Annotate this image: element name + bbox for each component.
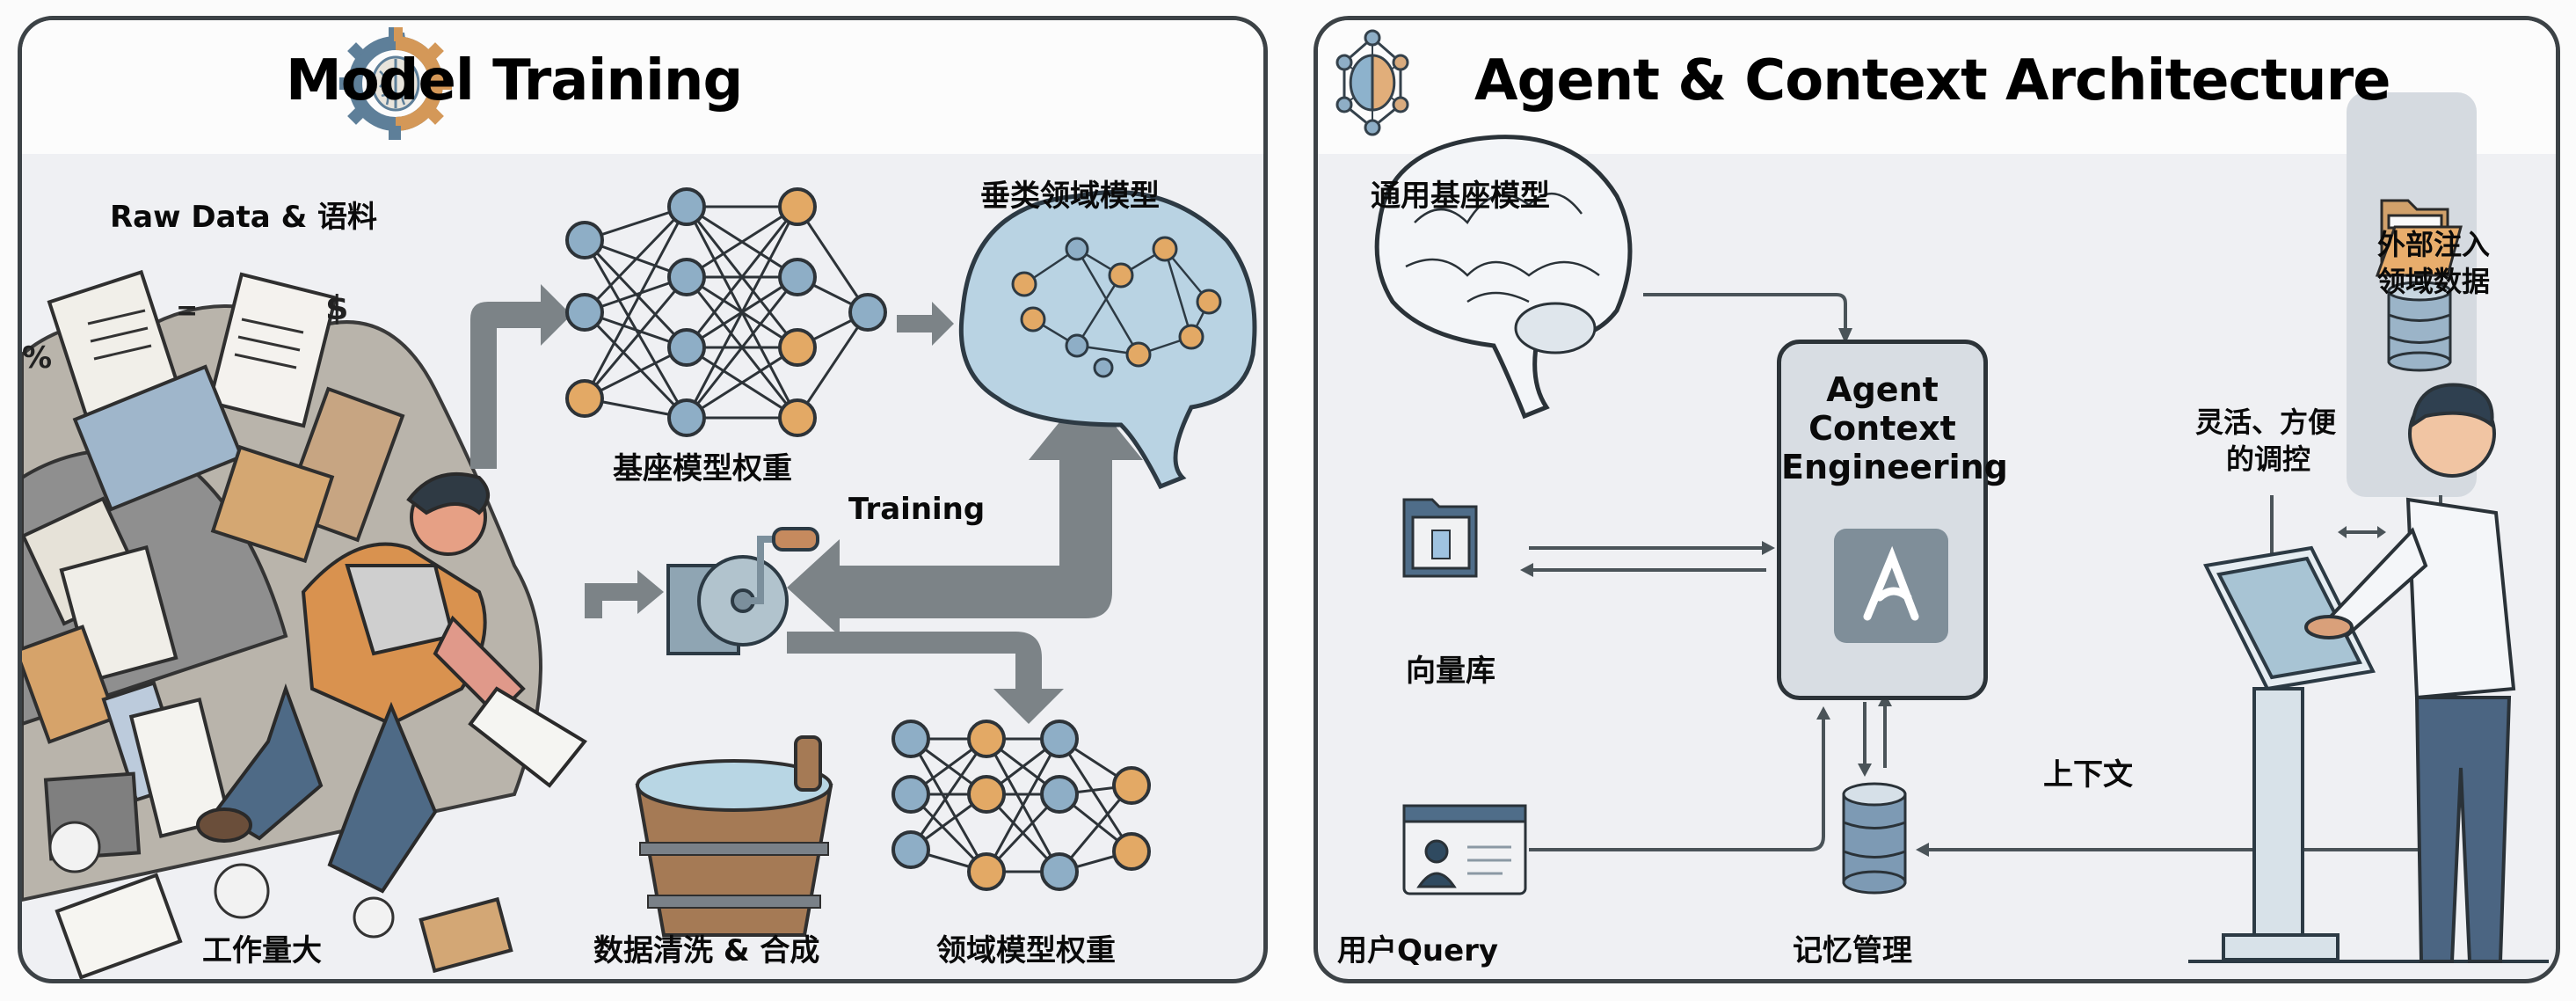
workload-label: 工作量大 [202, 933, 322, 968]
network-node [667, 328, 706, 367]
vector-db-label: 向量库 [1406, 654, 1495, 689]
network-node [778, 328, 817, 367]
agent-context-engineering-box: Agent Context Engineering [1777, 340, 2008, 700]
external-data-label-1: 外部注入 [2377, 228, 2491, 261]
network-edge [796, 311, 870, 419]
arrow-to-base-weights [470, 284, 571, 469]
external-database-icon [2387, 281, 2452, 372]
network-node [667, 398, 706, 437]
folder-icon [2375, 199, 2463, 277]
vector-db-icon [1402, 498, 1478, 578]
raw-data-label: Raw Data & 语料 [110, 200, 378, 235]
network-node [778, 398, 817, 437]
bucket-illustration [635, 735, 833, 937]
network-edge [1058, 738, 1133, 852]
network-node [565, 293, 604, 332]
network-edge [583, 276, 688, 399]
domain-model-network [891, 720, 1151, 891]
context-label: 上下文 [2043, 757, 2133, 793]
cleaning-label: 数据清洗 & 合成 [593, 933, 820, 968]
arrow-brain-to-ace [1643, 293, 1847, 332]
network-edge [685, 206, 799, 419]
general-brain-illustration [1374, 135, 1633, 420]
network-edge [686, 346, 798, 420]
domain-weights-label: 领域模型权重 [936, 933, 1116, 968]
network-brain-icon [1335, 29, 1409, 136]
model-training-illustration: % $ = [22, 27, 1257, 979]
memory-database-icon [1842, 782, 1907, 895]
ace-title-line2: Context [1808, 409, 1956, 448]
arrow-to-vertical-model [897, 302, 954, 346]
arrow-to-crank [585, 570, 664, 618]
flexible-control-label-1: 灵活、方便 [2195, 406, 2337, 439]
network-edge [796, 206, 870, 313]
network-node [967, 852, 1006, 891]
hand-crank-illustration [666, 527, 819, 655]
vertical-brain-illustration [958, 190, 1257, 490]
network-edge [909, 738, 988, 873]
gear-brain-icon [339, 27, 452, 140]
network-node [848, 293, 887, 332]
training-arrow [787, 390, 1143, 636]
ace-title-line1: Agent [1826, 370, 1939, 409]
panel-header [22, 20, 1263, 154]
network-edge [685, 206, 799, 348]
base-model-network [565, 187, 887, 437]
user-query-icon [1402, 804, 1527, 895]
network-node [891, 830, 930, 869]
flexible-control-label-2: 的调控 [2226, 442, 2311, 476]
ace-title: Agent Context Engineering [1781, 370, 2008, 486]
network-node [967, 775, 1006, 814]
network-node [667, 187, 706, 226]
model-training-panel: % $ = [18, 16, 1268, 983]
ace-title-line3: Engineering [1781, 448, 2008, 486]
network-node [778, 258, 817, 296]
network-node [1112, 766, 1151, 805]
network-edge [583, 205, 688, 314]
vertical-model-label: 垂类领域模型 [980, 179, 1160, 214]
general-model-label: 通用基座模型 [1371, 179, 1550, 214]
network-node [1040, 852, 1079, 891]
training-label: Training [848, 492, 986, 527]
base-weights-label: 基座模型权重 [613, 451, 792, 486]
svg-text:=: = [176, 296, 198, 326]
svg-text:$: $ [325, 289, 348, 327]
network-node [891, 775, 930, 814]
network-node [565, 379, 604, 418]
network-node [667, 258, 706, 296]
network-node [891, 720, 930, 758]
network-node [1040, 720, 1079, 758]
network-edge [909, 738, 988, 851]
agent-architecture-illustration [1335, 29, 2549, 963]
arrow-to-domain-weights [787, 632, 1064, 724]
network-node [967, 720, 1006, 758]
panel-title: Model Training [286, 48, 743, 113]
memory-label: 记忆管理 [1793, 933, 1912, 968]
man-illustration [2304, 383, 2516, 963]
worker-illustration [196, 471, 587, 894]
network-edge [985, 738, 1061, 873]
network-edge [685, 276, 799, 419]
arrow-query-to-ace [1529, 715, 1825, 851]
agent-logo-icon [1834, 529, 1948, 643]
network-edge [583, 206, 688, 399]
agent-context-panel: Agent Context Engineering Agent & Contex… [1313, 16, 2560, 983]
network-edge [583, 311, 688, 420]
panel-title: Agent & Context Architecture [1474, 48, 2391, 113]
svg-text:%: % [22, 340, 52, 376]
network-edge [686, 205, 798, 279]
external-data-label-2: 领域数据 [2377, 265, 2491, 298]
network-node [1040, 775, 1079, 814]
kiosk-illustration [2188, 545, 2549, 963]
network-node [778, 187, 817, 226]
network-node [565, 221, 604, 259]
network-node [1112, 832, 1151, 871]
user-query-label: 用户Query [1337, 933, 1499, 968]
flow-arrows [470, 284, 1143, 724]
